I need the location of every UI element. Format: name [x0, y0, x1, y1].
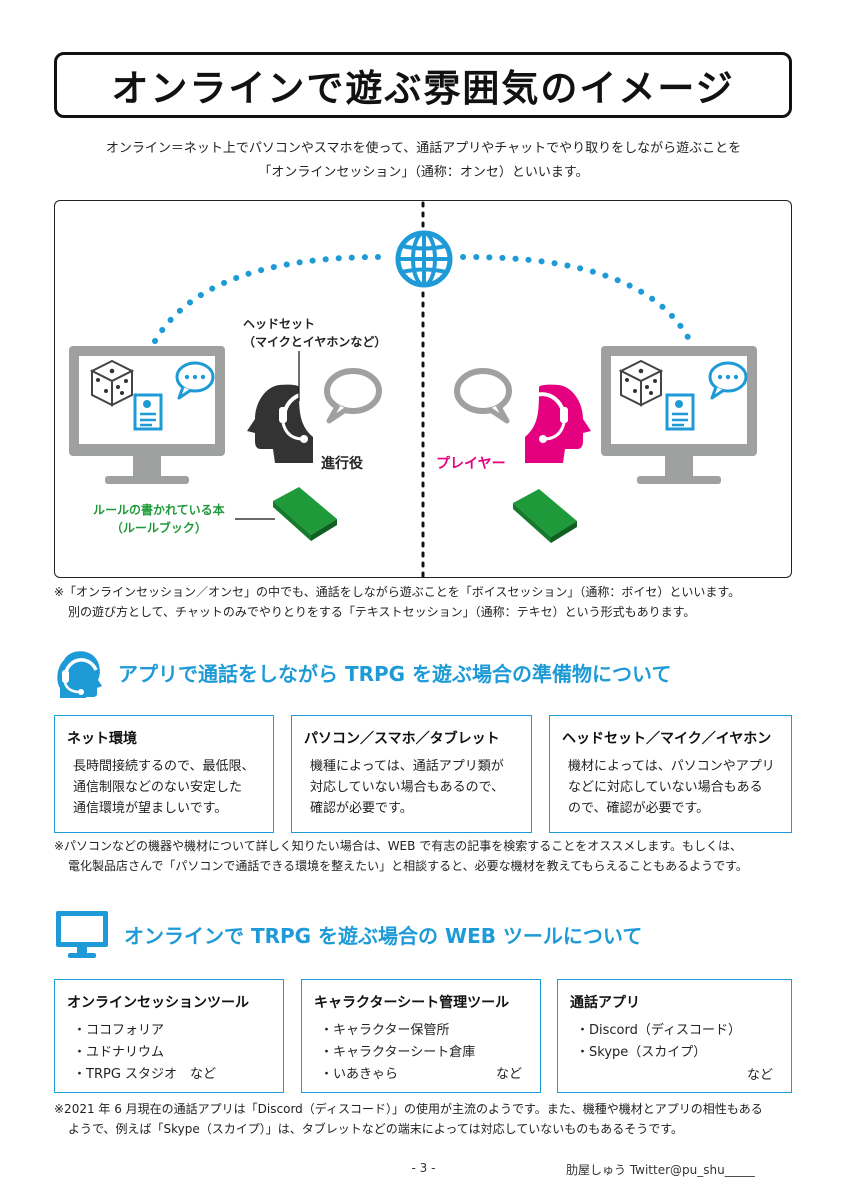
list-item: ・キャラクターシート倉庫 [320, 1045, 476, 1060]
card-charsheet-tools: キャラクターシート管理ツール ・キャラクター保管所 ・キャラクターシート倉庫 ・… [301, 979, 541, 1093]
card-headset: ヘッドセット／マイク／イヤホン 機材によっては、パソコンやアプリ などに対応して… [549, 715, 792, 833]
chat-bubble-icon [708, 361, 748, 400]
list-item: ・TRPG スタジオ など [73, 1067, 217, 1082]
list-item: ・いあきゃらなど [320, 1064, 528, 1086]
card-list: ・Discord（ディスコード） ・Skype（スカイプ） [570, 1020, 779, 1064]
section-preparation-title: アプリで通話をしながら TRPG を遊ぶ場合の準備物について [118, 661, 672, 686]
intro-line-2: 「オンラインセッション」（通称：オンセ）といいます。 [258, 165, 589, 180]
card-list: ・キャラクター保管所 ・キャラクターシート倉庫 ・いあきゃらなど [314, 1020, 528, 1086]
rulebook-icon-right [513, 489, 577, 543]
page-number: - 3 - [411, 1161, 436, 1175]
speech-bubble-icon-right [454, 368, 512, 424]
card-voice-apps: 通話アプリ ・Discord（ディスコード） ・Skype（スカイプ） など [557, 979, 792, 1093]
monitor-icon [56, 911, 108, 958]
connection-arc-left [152, 253, 388, 344]
etc-label: など [495, 1067, 522, 1082]
author-credit: 肋屋しゅう Twitter@pu_shu_____ [566, 1163, 755, 1177]
page-title-box: オンラインで遊ぶ雰囲気のイメージ [54, 52, 792, 118]
card-title: オンラインセッションツール [67, 995, 249, 1011]
card-network: ネット環境 長時間接続するので、最低限、 通信制限などのない安定した 通信環境が… [54, 715, 274, 833]
card-text: 機材によっては、パソコンやアプリ などに対応していない場合もある ので、確認が必… [568, 759, 775, 816]
speech-bubble-icon-left [324, 368, 382, 424]
section-preparation-heading: アプリで通話をしながら TRPG を遊ぶ場合の準備物について [54, 646, 794, 698]
game-master-headset-icon [247, 351, 329, 463]
headset-person-icon [57, 651, 102, 698]
etc-label: など [746, 1068, 773, 1083]
card-list: ・ココフォリア ・ユドナリウム ・TRPG スタジオ など [67, 1020, 271, 1086]
card-title: キャラクターシート管理ツール [314, 995, 510, 1011]
card-text: 長時間接続するので、最低限、 通信制限などのない安定した 通信環境が望ましいです… [73, 759, 255, 816]
monitor-icon-right [601, 346, 757, 484]
game-master-label: 進行役 [321, 456, 363, 472]
globe-icon [395, 230, 453, 288]
diagram-illustration [69, 201, 757, 577]
section-webtools-heading: オンラインで TRPG を遊ぶ場合の WEB ツールについて [54, 908, 794, 960]
equipment-note: ※パソコンなどの機器や機材について詳しく知りたい場合は、WEB で有志の記事を検… [54, 839, 748, 873]
player-label: プレイヤー [436, 456, 506, 472]
voice-session-note: ※「オンラインセッション／オンセ」の中でも、通話をしながら遊ぶことを「ボイスセッ… [54, 585, 741, 619]
connection-arc-right [460, 253, 693, 344]
page-title: オンラインで遊ぶ雰囲気のイメージ [111, 67, 735, 110]
list-item: ・ユドナリウム [73, 1045, 165, 1060]
card-title: パソコン／スマホ／タブレット [304, 731, 500, 747]
card-text: 機種によっては、通話アプリ類が 対応していない場合もあるので、 確認が必要です。 [310, 759, 505, 816]
card-title: 通話アプリ [570, 995, 640, 1011]
card-device: パソコン／スマホ／タブレット 機種によっては、通話アプリ類が 対応していない場合… [291, 715, 532, 833]
dice-icon [618, 359, 664, 407]
card-title: ヘッドセット／マイク／イヤホン [562, 731, 772, 747]
rulebook-label: ルールの書かれている本 （ルールブック） [93, 503, 225, 535]
monitor-icon-left [69, 346, 225, 484]
character-sheet-icon [133, 393, 163, 431]
voice-app-note: ※2021 年 6 月現在の通話アプリは「Discord（ディスコード）」の使用… [54, 1102, 763, 1136]
list-item: ・Discord（ディスコード） [576, 1023, 741, 1038]
player-headset-icon [519, 384, 591, 463]
list-item: ・ココフォリア [73, 1023, 165, 1038]
headset-label: ヘッドセット （マイクとイヤホンなど） [243, 317, 387, 349]
list-item: ・Skype（スカイプ） [576, 1045, 707, 1060]
section-webtools-title: オンラインで TRPG を遊ぶ場合の WEB ツールについて [124, 923, 643, 948]
list-item: ・キャラクター保管所 [320, 1023, 450, 1038]
online-session-diagram: ヘッドセット （マイクとイヤホンなど） 進行役 プレイヤー ルールの書かれている… [54, 200, 792, 578]
rulebook-icon-left [235, 487, 337, 541]
character-sheet-icon [665, 393, 695, 431]
dice-icon [89, 359, 135, 407]
chat-bubble-icon [175, 361, 215, 400]
card-session-tools: オンラインセッションツール ・ココフォリア ・ユドナリウム ・TRPG スタジオ… [54, 979, 284, 1093]
card-title: ネット環境 [67, 731, 137, 747]
intro-line-1: オンライン＝ネット上でパソコンやスマホを使って、通話アプリやチャットでやり取りを… [105, 141, 742, 156]
